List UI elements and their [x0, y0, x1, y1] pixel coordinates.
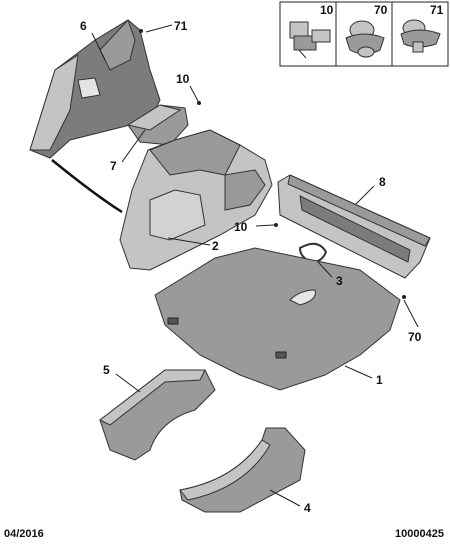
callout-8: 8 — [379, 175, 386, 189]
part-2-side-panel — [119, 129, 273, 271]
leader-2 — [167, 237, 211, 246]
callout-10-upper: 10 — [176, 72, 190, 86]
callout-10-lower: 10 — [234, 220, 248, 234]
part-1-floor-mat — [154, 247, 401, 391]
footer-ref: 10000425 — [395, 528, 444, 540]
callout-1: 1 — [376, 373, 383, 387]
part-7-block — [126, 104, 189, 146]
connector-curve — [51, 159, 123, 214]
leader-5 — [115, 373, 141, 393]
callout-71: 71 — [174, 19, 188, 33]
fastener-71-dot — [139, 29, 143, 33]
part-8-rear-trim — [277, 174, 431, 279]
clip-71-icon — [400, 19, 441, 53]
leader-7 — [121, 129, 146, 163]
legend-label-70: 70 — [374, 3, 388, 17]
leader-4 — [269, 489, 301, 507]
part-4-holder-lower — [179, 427, 306, 513]
callout-3: 3 — [336, 274, 343, 288]
fastener-legend: 10 70 71 — [279, 1, 449, 67]
fastener-70-dot — [402, 295, 406, 299]
legend-label-71: 71 — [430, 3, 444, 17]
callout-6: 6 — [80, 19, 87, 33]
leader-8 — [354, 185, 375, 206]
clip-70-icon — [345, 20, 385, 58]
callout-7: 7 — [110, 159, 117, 173]
legend-label-10: 10 — [320, 3, 334, 17]
leader-10-upper — [189, 85, 200, 104]
clip-10-icon — [289, 21, 331, 59]
leader-10-lower — [255, 224, 275, 227]
part-6-side-trim — [29, 19, 161, 159]
callout-70: 70 — [408, 330, 422, 344]
callout-5: 5 — [103, 363, 110, 377]
leader-70 — [403, 299, 419, 328]
leader-71 — [145, 24, 173, 33]
leader-1 — [344, 365, 373, 379]
part-5-holder-upper — [99, 369, 216, 461]
callout-2: 2 — [212, 239, 219, 253]
fastener-10-dot-lower — [274, 223, 278, 227]
callout-4: 4 — [304, 501, 311, 515]
leader-3 — [317, 261, 333, 278]
footer-date: 04/2016 — [4, 528, 44, 540]
part-3-strap — [298, 242, 328, 264]
leader-6 — [91, 32, 106, 61]
